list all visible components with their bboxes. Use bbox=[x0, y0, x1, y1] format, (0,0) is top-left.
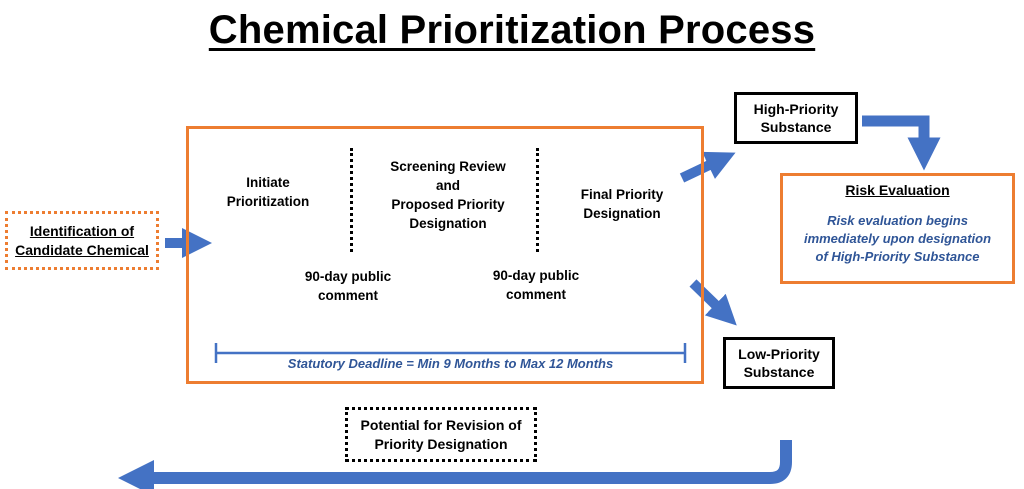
comment-1-line2: comment bbox=[317, 288, 378, 303]
step-screening-line2: and bbox=[435, 178, 460, 193]
low-priority-line1: Low-Priority bbox=[738, 346, 820, 362]
comment-period-1: 90-day public comment bbox=[296, 267, 400, 305]
step-final-priority: Final Priority Designation bbox=[570, 185, 674, 223]
low-priority-line2: Substance bbox=[743, 364, 815, 380]
step-final-line1: Final Priority bbox=[580, 187, 664, 202]
step-initiate-prioritization: Initiate Prioritization bbox=[220, 173, 316, 211]
identification-box: Identification of Candidate Chemical bbox=[5, 211, 159, 270]
separator-1 bbox=[350, 148, 353, 252]
risk-evaluation-line2: immediately upon designation bbox=[803, 231, 992, 246]
revision-line2: Priority Designation bbox=[374, 435, 508, 452]
high-priority-line2: Substance bbox=[760, 119, 832, 135]
revision-box: Potential for Revision of Priority Desig… bbox=[345, 407, 537, 462]
identification-line1: Identification of bbox=[29, 222, 135, 239]
low-priority-box: Low-Priority Substance bbox=[723, 337, 835, 389]
step-initiate-line1: Initiate bbox=[246, 175, 290, 190]
revision-line1: Potential for Revision of bbox=[360, 416, 522, 433]
risk-evaluation-title: Risk Evaluation bbox=[845, 182, 950, 198]
step-screening-line3: Proposed Priority bbox=[391, 197, 505, 212]
arrow-revision-return bbox=[118, 440, 792, 489]
high-priority-box: High-Priority Substance bbox=[734, 92, 858, 144]
step-screening-line1: Screening Review bbox=[390, 159, 506, 174]
page-title-text: Chemical Prioritization Process bbox=[208, 8, 816, 52]
step-screening-line4: Designation bbox=[409, 216, 487, 231]
comment-2-line1: 90-day public bbox=[492, 268, 580, 283]
step-final-line2: Designation bbox=[583, 206, 661, 221]
process-box bbox=[186, 126, 704, 384]
risk-evaluation-line3: of High-Priority Substance bbox=[815, 249, 980, 264]
step-screening-review: Screening Review and Proposed Priority D… bbox=[380, 157, 516, 233]
deadline-bracket bbox=[214, 343, 687, 363]
identification-line2: Candidate Chemical bbox=[15, 241, 149, 258]
comment-1-line1: 90-day public bbox=[304, 269, 392, 284]
comment-period-2: 90-day public comment bbox=[484, 266, 588, 304]
risk-evaluation-line1: Risk evaluation begins bbox=[827, 213, 968, 228]
page-title: Chemical Prioritization Process bbox=[0, 8, 1024, 53]
statutory-deadline-label: Statutory Deadline = Min 9 Months to Max… bbox=[287, 356, 614, 371]
separator-2 bbox=[536, 148, 539, 252]
risk-evaluation-box: Risk Evaluation Risk evaluation begins i… bbox=[780, 173, 1015, 284]
high-priority-line1: High-Priority bbox=[753, 101, 839, 117]
step-initiate-line2: Prioritization bbox=[226, 194, 310, 209]
arrow-to-risk-evaluation bbox=[862, 115, 941, 171]
arrow-to-low-priority bbox=[689, 279, 737, 326]
comment-2-line2: comment bbox=[505, 287, 566, 302]
risk-evaluation-description: Risk evaluation begins immediately upon … bbox=[783, 212, 1012, 266]
